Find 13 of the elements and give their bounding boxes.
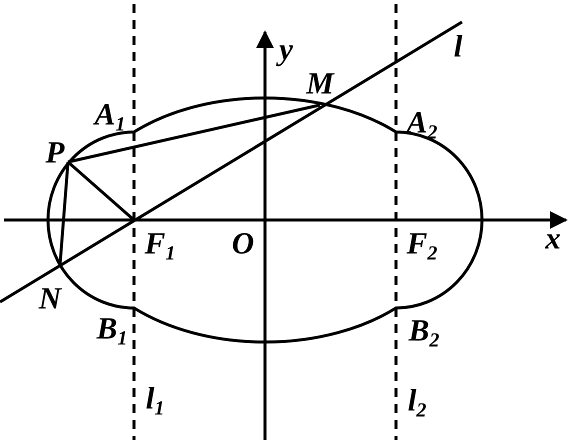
line-label: l$_{1}$: [146, 382, 164, 414]
line-label: l: [454, 30, 462, 62]
line-label: l$_{2}$: [408, 384, 426, 416]
axis-label: x: [545, 222, 561, 254]
point-label: B$_{2}$: [408, 314, 440, 346]
point-label: F$_{1}$: [144, 228, 176, 258]
origin-label: O: [232, 228, 254, 258]
point-label: P: [46, 136, 64, 168]
point-label: F$_{2}$: [406, 228, 438, 258]
point-label: A$_{1}$: [94, 98, 126, 130]
point-label: N: [38, 282, 62, 314]
point-label: M: [306, 68, 334, 98]
point-label: B$_{1}$: [96, 312, 128, 344]
